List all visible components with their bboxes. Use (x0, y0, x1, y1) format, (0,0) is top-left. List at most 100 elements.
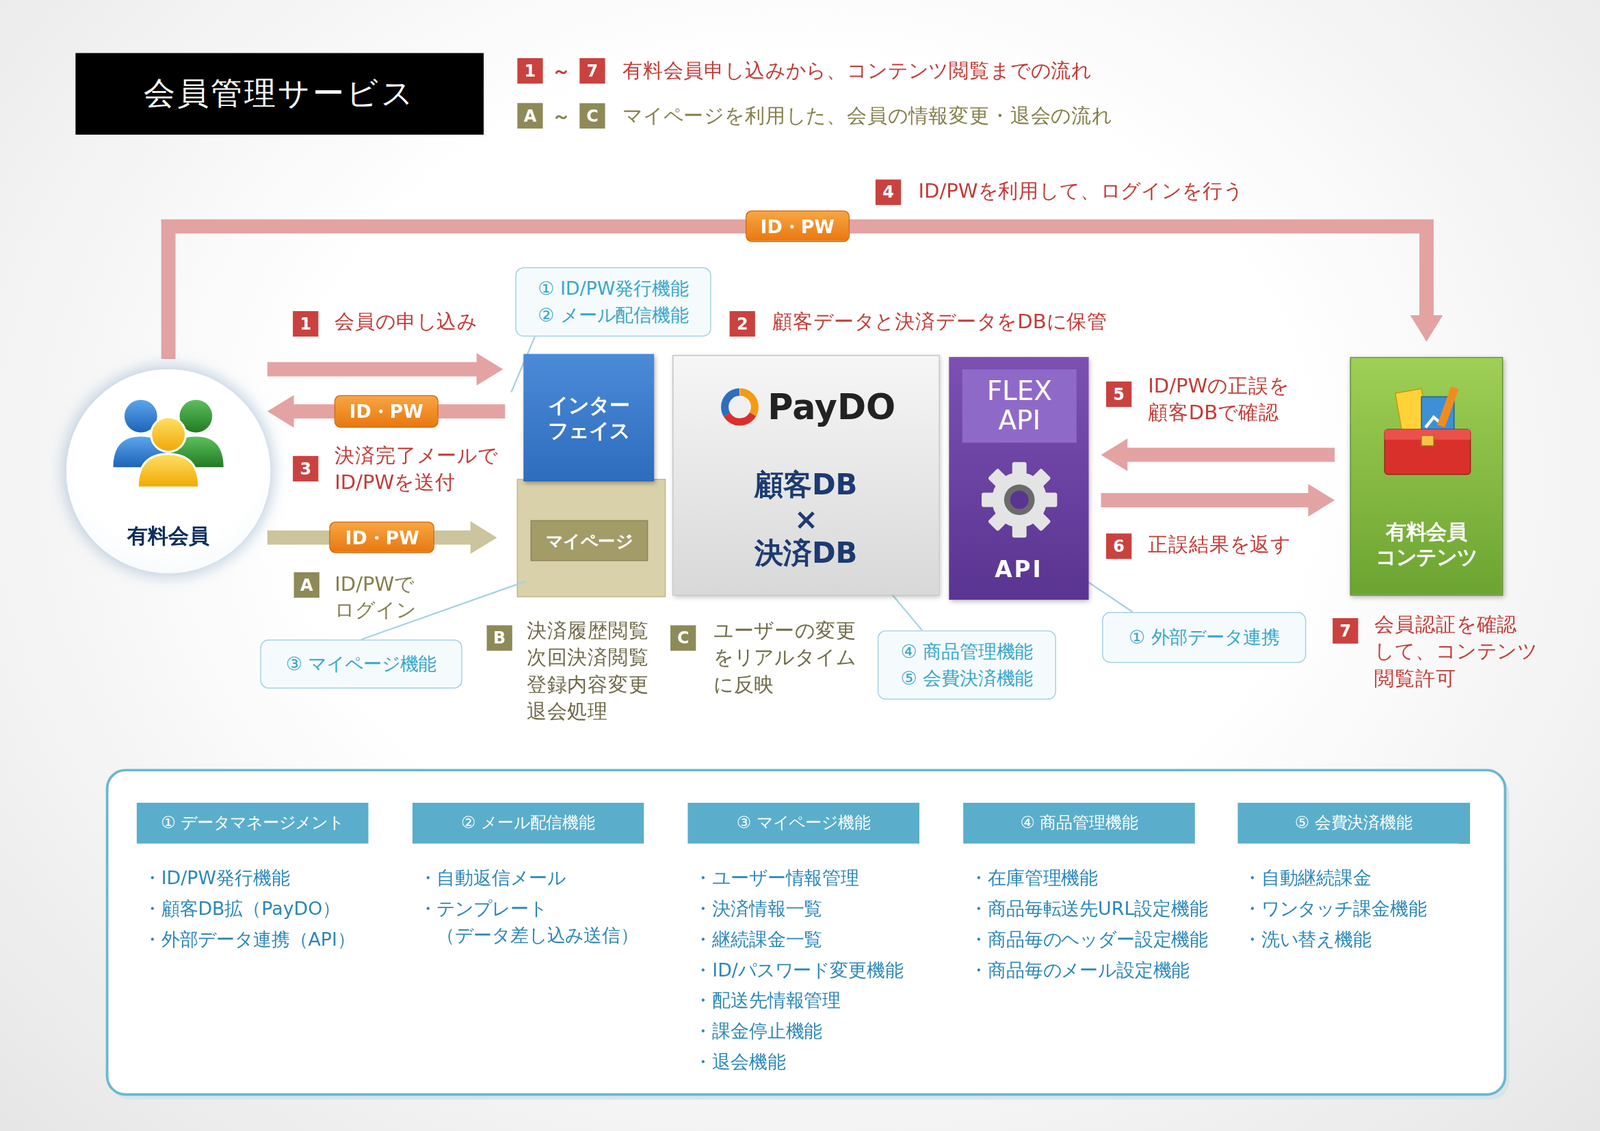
callout-number: 3 (292, 456, 319, 482)
feature-item: ・決済情報一覧 (693, 896, 823, 923)
feature-item: ・ワンタッチ課金機能 (1242, 896, 1427, 923)
callout-number: 6 (1106, 533, 1132, 559)
feature-item: ・継続課金一覧 (693, 926, 823, 953)
step-text: 顧客データと決済データをDBに保管 (772, 309, 1108, 336)
edge-label: ID・PW (744, 210, 850, 243)
node-text: 顧客DB × 決済DB (754, 468, 858, 572)
node-text: ④ 商品管理機能 (900, 638, 1034, 666)
arrowhead (476, 352, 504, 386)
callout-number: A (294, 572, 320, 598)
node-text: ② メール配信機能 (461, 812, 596, 834)
connector (1101, 438, 1336, 472)
arrowhead (1410, 315, 1444, 343)
callout-number: 7 (579, 58, 605, 84)
arrowhead (470, 521, 498, 555)
step-text: ID/PWで ログイン (334, 571, 425, 626)
callout-bubble: ① ID/PW発行機能② メール配信機能 (515, 267, 711, 337)
node-text: 有料会員 コンテンツ (1373, 519, 1480, 571)
node-text: ③ マイページ機能 (285, 651, 438, 678)
callout-number: 1 (292, 311, 319, 337)
connector-line (1126, 448, 1335, 463)
mypage-button: マイページ (530, 520, 649, 562)
feature-item: ・洗い替え機能 (1242, 926, 1372, 953)
connector (267, 352, 504, 386)
feature-item: ・在庫管理機能 (969, 865, 1098, 893)
node-text: FLEX API (987, 376, 1053, 436)
feature-item: ・ユーザー情報管理 (693, 865, 860, 893)
node-text: ③ マイページ機能 (736, 812, 871, 834)
node-text: マイページ (545, 529, 633, 553)
range-mark: ～ (552, 58, 571, 84)
connector (168, 226, 1443, 360)
node-text: ① データマネージメント (160, 812, 345, 834)
callout-number: C (670, 625, 696, 651)
feature-item: ・課金停止機能 (693, 1018, 823, 1046)
callout-number: 4 (875, 179, 901, 206)
feature-item: ・商品毎のメール設定機能 (969, 956, 1190, 984)
connector (267, 521, 498, 555)
range-mark: ～ (552, 103, 571, 129)
feature-item: ・商品毎転送先URL設定機能 (969, 896, 1209, 923)
step-text: マイページを利用した、会員の情報変更・退会の流れ (622, 103, 1113, 130)
node-text: 有料会員 (127, 522, 209, 550)
callout-number: 5 (1106, 381, 1132, 408)
callout-bubble: ① 外部データ連携 (1102, 612, 1306, 664)
arrowhead (267, 395, 295, 429)
callout-number: B (487, 625, 513, 651)
node-text: ⑤ 会費決済機能 (900, 665, 1034, 693)
connector-line (1101, 493, 1310, 508)
edge-label: ID・PW (329, 521, 435, 555)
node-text: PayDO (767, 384, 896, 430)
database-box: PayDO 顧客DB × 決済DB (672, 355, 940, 596)
feature-header: ④ 商品管理機能 (963, 803, 1196, 845)
step-text: 正誤結果を返す (1147, 531, 1291, 559)
title-box: 会員管理サービス (75, 53, 484, 135)
interface-box: インター フェイス (523, 354, 654, 482)
feature-item: ・退会機能 (693, 1048, 786, 1076)
step-text: ユーザーの変更 をリアルタイム に反映 (713, 618, 859, 700)
node-text: ① ID/PW発行機能 (537, 275, 689, 303)
feature-item: ・自動継続課金 (1242, 865, 1372, 893)
member-circle: 有料会員 (66, 369, 271, 574)
callout-number: A (517, 103, 543, 129)
feature-item: ・顧客DB拡（PayDO） (142, 896, 341, 923)
step-text: ID/PWを利用して、ログインを行う (918, 178, 1244, 206)
toolbox-icon (1376, 380, 1479, 483)
feature-item: ・自動返信メール (418, 865, 566, 893)
api-box: API FLEX API (948, 357, 1089, 600)
node-text: ⑤ 会費決済機能 (1294, 812, 1413, 834)
people-icon (107, 396, 230, 488)
node-text: インター フェイス (545, 392, 633, 444)
feature-header: ② メール配信機能 (412, 803, 645, 845)
mypage-panel (517, 479, 665, 598)
feature-header: ① データマネージメント (136, 803, 369, 845)
node-text: ④ 商品管理機能 (1019, 812, 1138, 834)
node-text: ② メール配信機能 (537, 302, 689, 330)
step-text: 決済完了メールで ID/PWを送付 (334, 442, 500, 497)
flex-api-box: FLEX API (962, 369, 1077, 443)
arrowhead (1307, 484, 1335, 518)
paydo-logo (718, 385, 762, 429)
gear-icon (978, 458, 1061, 541)
step-text: 会員認証を確認 して、コンテンツ 閲覧許可 (1374, 612, 1540, 693)
feature-item: ・ID/PW発行機能 (142, 865, 291, 893)
step-text: 有料会員申し込みから、コンテンツ閲覧までの流れ (622, 58, 1092, 85)
connector-line (168, 226, 1427, 360)
connector (1101, 484, 1336, 518)
feature-item: ・商品毎のヘッダー設定機能 (969, 926, 1209, 953)
content-box: 有料会員 コンテンツ (1350, 357, 1504, 596)
step-text: 会員の申し込み (334, 309, 478, 336)
callout-bubble: ③ マイページ機能 (259, 639, 462, 689)
arrowhead (1101, 438, 1129, 472)
connector (267, 395, 506, 429)
connector-line (267, 362, 478, 377)
feature-panel (107, 770, 1506, 1095)
title-text: 会員管理サービス (143, 72, 416, 116)
feature-header: ⑤ 会費決済機能 (1237, 803, 1470, 845)
callout-number: 1 (517, 58, 543, 84)
node-text: API (994, 556, 1044, 587)
callout-number: 7 (1332, 618, 1358, 644)
feature-header: ③ マイページ機能 (687, 803, 920, 845)
callout-number: C (579, 103, 605, 129)
